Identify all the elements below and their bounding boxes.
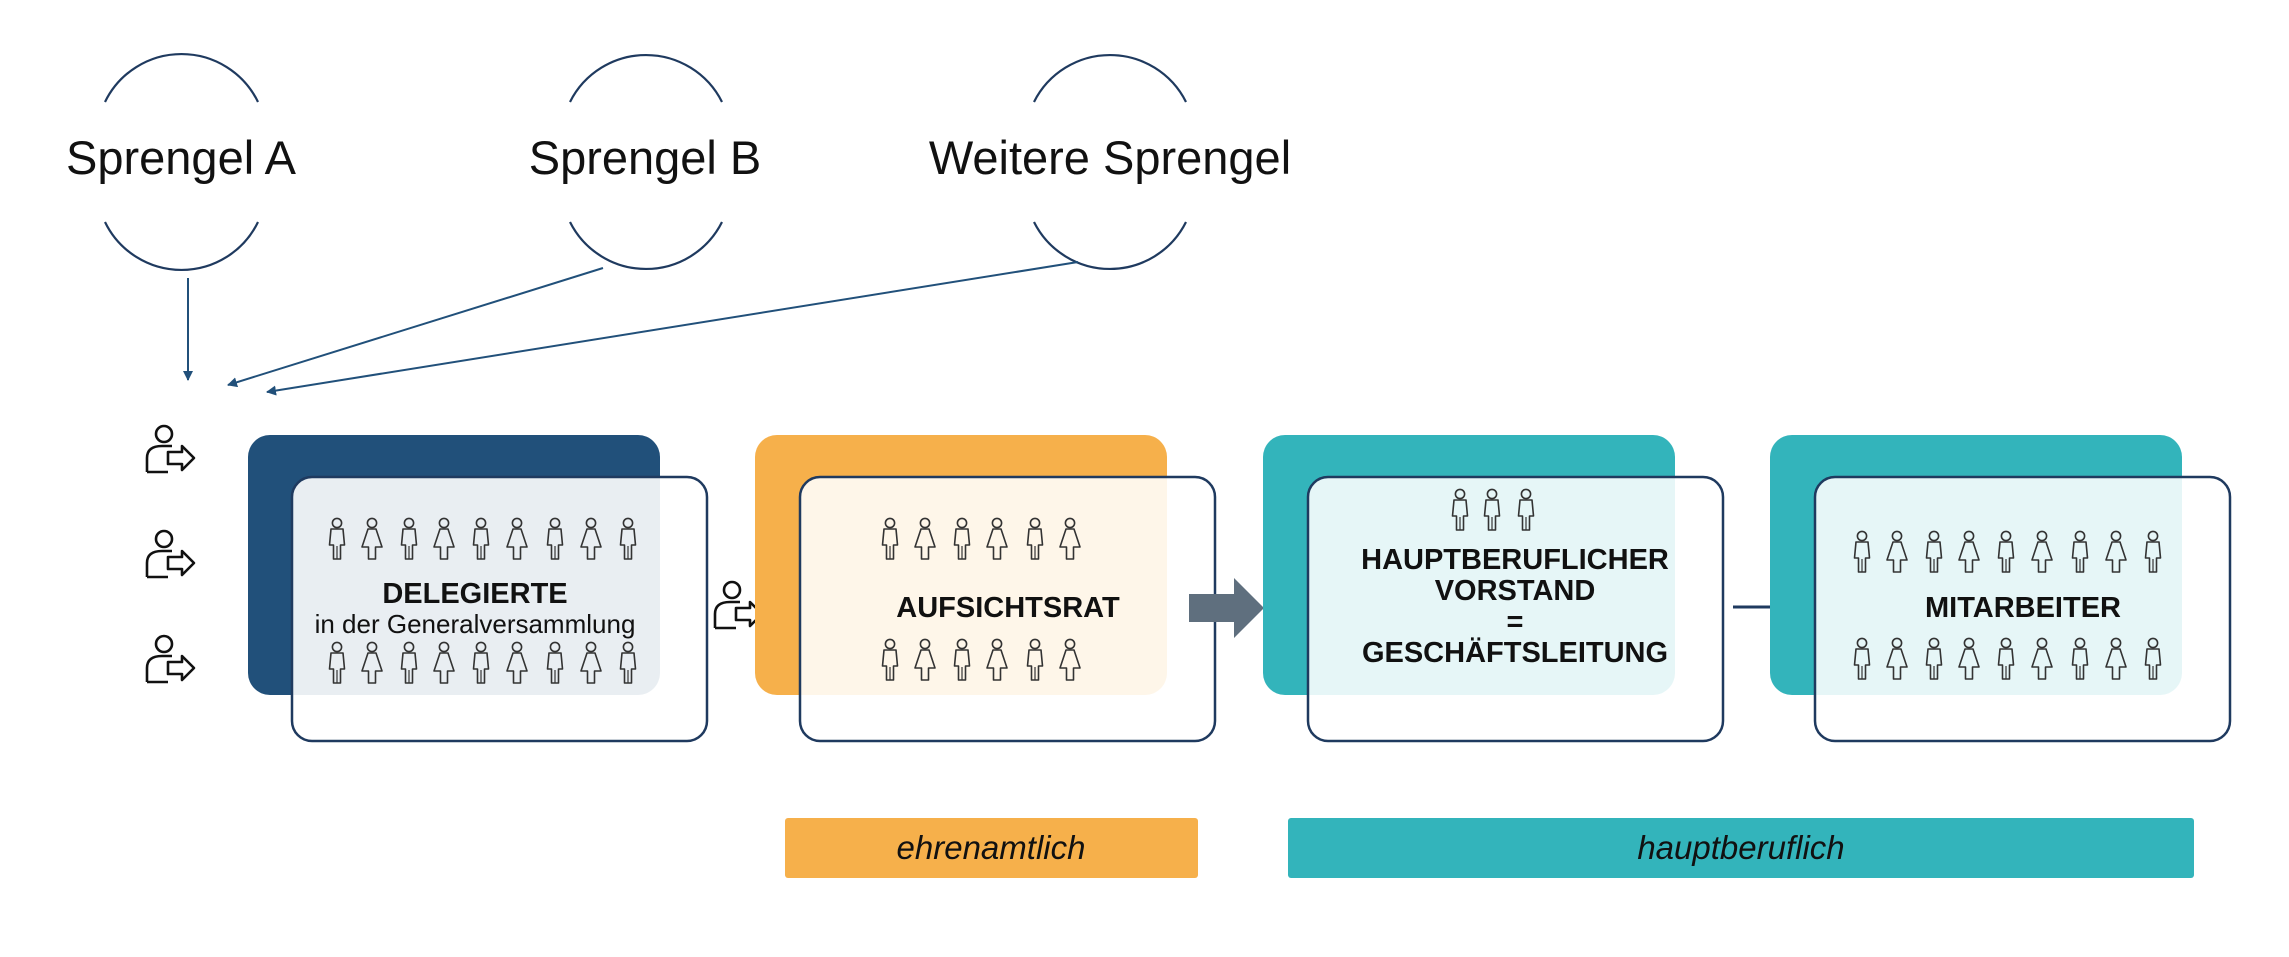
sprengel-b-arc-bottom bbox=[569, 221, 723, 270]
arrow-sprengel-weitere bbox=[266, 261, 1079, 396]
box-aufsichtsrat: AUFSICHTSRAT bbox=[755, 435, 1217, 743]
sprengel-a-label: Sprengel A bbox=[66, 131, 297, 184]
sprengel-a: Sprengel A bbox=[66, 53, 297, 271]
box-delegierte-front bbox=[290, 475, 709, 743]
delegate-icon bbox=[145, 424, 196, 474]
sprengel-weitere: Weitere Sprengel bbox=[929, 54, 1291, 270]
box-vorstand: HAUPTBERUFLICHER VORSTAND = GESCHÄFTSLEI… bbox=[1263, 435, 1725, 743]
vorstand-line3: = bbox=[1507, 606, 1524, 638]
sprengel-b-label: Sprengel B bbox=[529, 131, 762, 184]
vorstand-line4: GESCHÄFTSLEITUNG bbox=[1362, 636, 1668, 669]
category-ehrenamtlich: ehrenamtlich bbox=[785, 818, 1198, 878]
box-mitarbeiter-front bbox=[1813, 475, 2232, 743]
category-hauptberuflich: hauptberuflich bbox=[1288, 818, 2194, 878]
sprengel-weitere-arc-bottom bbox=[1033, 221, 1187, 270]
sprengel-a-arc-top bbox=[104, 53, 259, 103]
category-ehrenamtlich-label: ehrenamtlich bbox=[897, 829, 1086, 866]
delegate-icon bbox=[145, 529, 196, 579]
sprengel-weitere-label: Weitere Sprengel bbox=[929, 131, 1291, 184]
arrow-aufsichtsrat-to-vorstand bbox=[1189, 578, 1264, 638]
delegierte-title: DELEGIERTE bbox=[382, 578, 567, 610]
delegate-icon bbox=[145, 634, 196, 684]
category-ehrenamtlich-bar bbox=[785, 818, 1198, 878]
delegierte-subtitle: in der Generalversammlung bbox=[315, 609, 636, 639]
delegate-icon bbox=[713, 580, 764, 630]
category-hauptberuflich-label: hauptberuflich bbox=[1637, 829, 1844, 866]
sprengel-a-arc-bottom bbox=[104, 221, 259, 271]
vorstand-line1: HAUPTBERUFLICHER bbox=[1361, 544, 1669, 576]
box-vorstand-front bbox=[1306, 475, 1725, 743]
aufsichtsrat-title: AUFSICHTSRAT bbox=[896, 592, 1120, 624]
box-mitarbeiter: MITARBEITER bbox=[1770, 435, 2232, 743]
box-delegierte: DELEGIERTE in der Generalversammlung bbox=[248, 435, 709, 743]
arrow-sprengel-b bbox=[227, 267, 604, 388]
vorstand-line2: VORSTAND bbox=[1435, 575, 1596, 607]
category-hauptberuflich-bar bbox=[1288, 818, 2194, 878]
sprengel-b: Sprengel B bbox=[529, 54, 762, 270]
sprengel-b-arc-top bbox=[569, 54, 723, 103]
sprengel-weitere-arc-top bbox=[1033, 54, 1187, 103]
mitarbeiter-title: MITARBEITER bbox=[1925, 592, 2121, 624]
